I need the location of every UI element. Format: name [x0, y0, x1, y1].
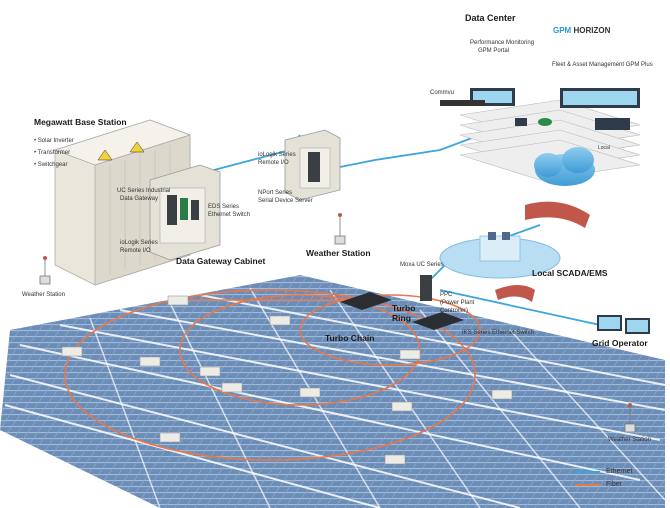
legend — [575, 471, 600, 486]
turbo-ring-label-1: Turbo — [392, 303, 416, 313]
megawatt-bullet-1: • Solar Inverter — [34, 138, 74, 144]
ppc-label-3: Controller) — [440, 308, 469, 314]
nport-label-1: NPort Series — [258, 190, 293, 196]
bullet-switchgear: Switchgear — [37, 162, 68, 168]
nport-label-2: Serial Device Server — [258, 198, 313, 204]
iologik-bottom-label-1: ioLogik Series — [120, 240, 158, 246]
weather-station-label-top: Weather Station — [306, 248, 371, 258]
serial-device-cabinet — [284, 129, 341, 201]
uc-industrial-label-1: UC Series Industrial — [117, 188, 171, 194]
local-scada-label: Local SCADA/EMS — [532, 268, 608, 278]
weather-station-icons — [39, 213, 636, 433]
data-gateway-cabinet-label: Data Gateway Cabinet — [176, 256, 266, 266]
iologik-bottom-label-2: Remote I/O — [120, 248, 151, 254]
data-center-label: Data Center — [465, 13, 516, 23]
grid-operator-monitors — [597, 315, 650, 334]
perf-monitoring-label-1: Performance Monitoring — [470, 40, 535, 46]
bullet-solar: Solar Inverter — [37, 138, 74, 144]
turbo-chain-label: Turbo Chain — [325, 333, 375, 343]
turbo-ring-label-2: Ring — [392, 313, 411, 323]
turbo-ring-switch — [340, 292, 392, 310]
grid-operator-label: Grid Operator — [592, 338, 648, 348]
firewall-icon-top — [525, 201, 590, 228]
megawatt-bullet-3: • Switchgear — [34, 162, 68, 168]
server-units — [440, 88, 640, 130]
iks-switch-label: IKS Series Ethernet Switch — [462, 330, 535, 336]
megawatt-bullet-2: • Transformer — [34, 150, 71, 156]
eds-label-2: Ethernet Switch — [208, 212, 251, 218]
eds-label-1: EDS Series — [208, 204, 240, 210]
cloud-icon — [534, 147, 595, 186]
moxa-uc-label: Moxa UC Series — [400, 262, 444, 268]
moxa-uc-device — [420, 275, 432, 301]
iologik-top-label-2: Remote I/O — [258, 160, 289, 166]
bullet-transformer: Transformer — [37, 150, 71, 156]
weather-station-label-right: Weather Station — [608, 437, 651, 443]
combiner-boxes — [61, 295, 513, 465]
gpm-logo-b: HORIZON — [573, 26, 611, 35]
local-scada-platform — [439, 232, 561, 279]
solar-field — [0, 275, 666, 508]
iologik-top-label-1: ioLogik Series — [258, 152, 296, 158]
legend-fiber-label: Fiber — [606, 481, 622, 488]
iks-ethernet-switch — [412, 312, 464, 330]
legend-ethernet-label: Ethernet — [606, 468, 633, 475]
server-rack-label: Local — [598, 145, 610, 151]
uc-industrial-label-2: Data Gateway — [120, 196, 159, 202]
gpm-logo-a: GPM — [553, 26, 572, 35]
firewall-icon-bottom — [495, 285, 535, 302]
ppc-label-2: (Power Plant — [440, 300, 475, 306]
perf-monitoring-label-2: GPM Portal — [478, 48, 510, 54]
data-gateway-cabinet — [149, 164, 221, 261]
commvu-label: Commvu — [430, 90, 455, 96]
megawatt-title: Megawatt Base Station — [34, 117, 127, 127]
weather-station-label-left: Weather Station — [22, 292, 65, 298]
ppc-label-1: PPC — [440, 292, 453, 298]
gpm-logo: GPM HORIZON — [553, 27, 610, 35]
fleet-mgmt-label: Fleet & Asset Management GPM Plus — [552, 62, 653, 68]
